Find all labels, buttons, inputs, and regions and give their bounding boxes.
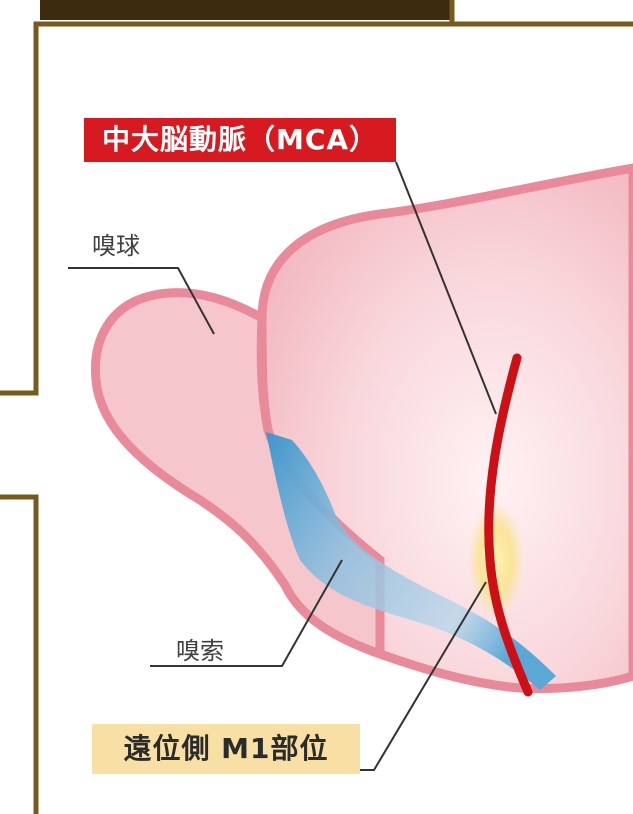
header-bar	[40, 0, 452, 20]
brain	[95, 168, 633, 689]
olfactory-bulb-label: 嗅球	[92, 226, 140, 261]
distal-m1-label: 遠位側 M1部位	[92, 724, 360, 774]
olfactory-tract-label: 嗅索	[176, 631, 224, 666]
mca-label: 中大脳動脈（MCA）	[84, 118, 396, 162]
